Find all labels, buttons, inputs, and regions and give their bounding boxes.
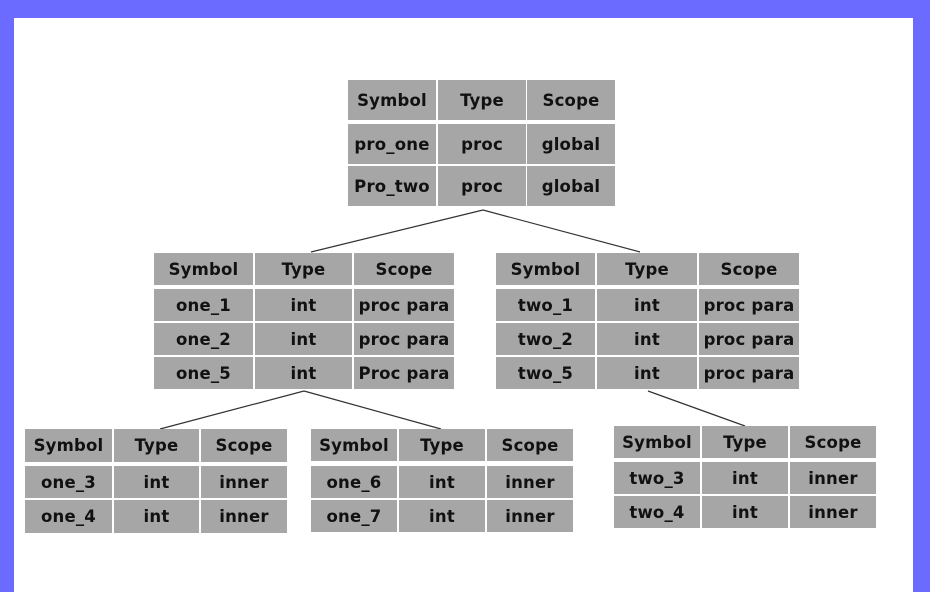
- table-cell: int: [114, 500, 199, 533]
- header-cell: Scope: [527, 80, 615, 120]
- table-cell: one_1: [154, 289, 253, 321]
- table-cell: int: [255, 289, 352, 321]
- table-cell: int: [399, 466, 485, 498]
- table-cell: one_2: [154, 323, 253, 355]
- table-cell: proc para: [699, 289, 799, 321]
- table-cell: two_1: [496, 289, 595, 321]
- table-cell: one_4: [25, 500, 112, 533]
- table-cell: int: [114, 466, 199, 498]
- table-cell: int: [399, 500, 485, 532]
- table-cell: proc para: [699, 323, 799, 355]
- table-cell: one_3: [25, 466, 112, 498]
- table-cell: int: [597, 323, 697, 355]
- header-cell: Scope: [201, 429, 287, 462]
- header-cell: Symbol: [25, 429, 112, 462]
- table-cell: two_2: [496, 323, 595, 355]
- table-cell: int: [702, 462, 788, 494]
- table-cell: int: [255, 357, 352, 389]
- table-cell: inner: [487, 466, 573, 498]
- header-cell: Symbol: [496, 253, 595, 285]
- header-cell: Type: [702, 426, 788, 458]
- table-cell: global: [527, 166, 615, 206]
- header-cell: Type: [438, 80, 526, 120]
- header-cell: Scope: [790, 426, 876, 458]
- table-cell: proc para: [354, 289, 454, 321]
- table-cell: int: [597, 289, 697, 321]
- table-cell: one_6: [311, 466, 397, 498]
- table-cell: proc: [438, 166, 526, 206]
- table-cell: inner: [201, 466, 287, 498]
- table-cell: inner: [790, 462, 876, 494]
- header-cell: Scope: [699, 253, 799, 285]
- header-cell: Type: [114, 429, 199, 462]
- table-cell: int: [255, 323, 352, 355]
- table-cell: proc: [438, 124, 526, 164]
- table-cell: Proc para: [354, 357, 454, 389]
- table-cell: int: [702, 496, 788, 528]
- table-cell: inner: [201, 500, 287, 533]
- table-cell: one_5: [154, 357, 253, 389]
- table-cell: inner: [790, 496, 876, 528]
- header-cell: Symbol: [154, 253, 253, 285]
- table-cell: two_5: [496, 357, 595, 389]
- header-cell: Scope: [487, 429, 573, 461]
- table-cell: Pro_two: [348, 166, 436, 206]
- header-cell: Type: [399, 429, 485, 461]
- table-cell: pro_one: [348, 124, 436, 164]
- header-cell: Scope: [354, 253, 454, 285]
- table-cell: one_7: [311, 500, 397, 532]
- table-cell: two_3: [614, 462, 700, 494]
- table-cell: two_4: [614, 496, 700, 528]
- table-cell: int: [597, 357, 697, 389]
- header-cell: Symbol: [311, 429, 397, 461]
- table-cell: global: [527, 124, 615, 164]
- table-cell: proc para: [354, 323, 454, 355]
- header-cell: Type: [597, 253, 697, 285]
- header-cell: Type: [255, 253, 352, 285]
- table-cell: inner: [487, 500, 573, 532]
- header-cell: Symbol: [348, 80, 436, 120]
- table-cell: proc para: [699, 357, 799, 389]
- header-cell: Symbol: [614, 426, 700, 458]
